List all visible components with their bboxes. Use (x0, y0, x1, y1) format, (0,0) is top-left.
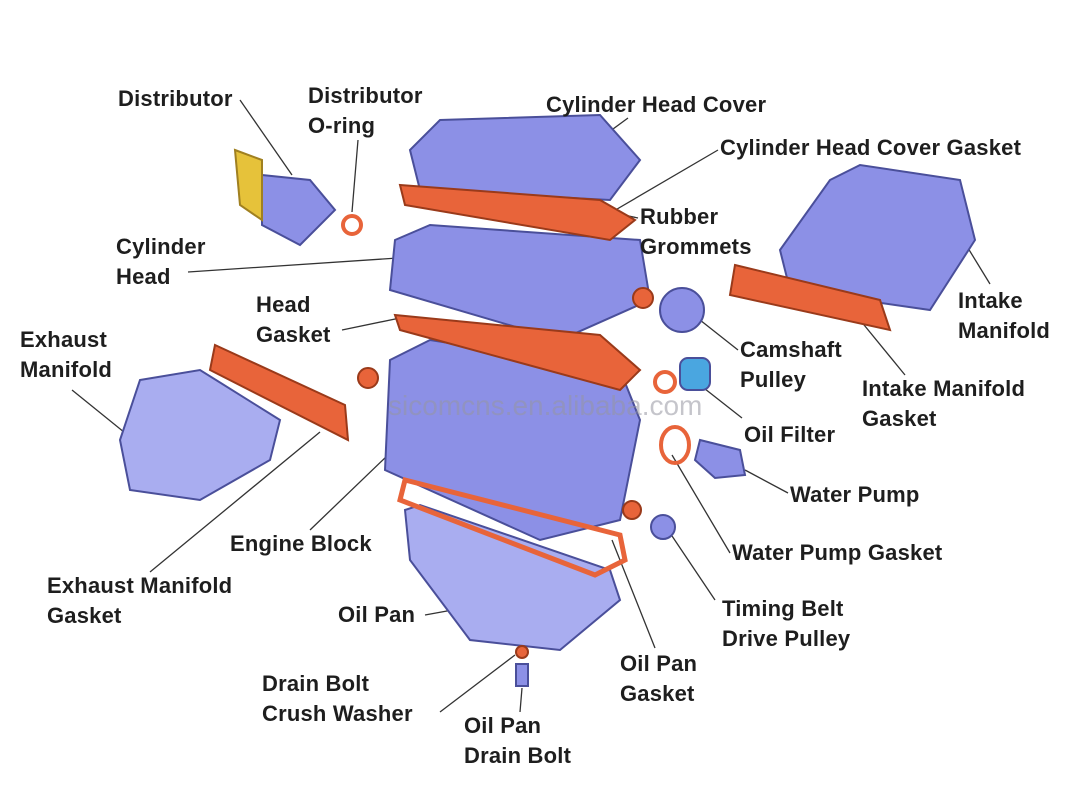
label-line: Exhaust Manifold (47, 573, 233, 598)
label-line: Oil Pan (464, 713, 542, 738)
leader-head-gasket (341, 317, 401, 331)
label-distributor: Distributor (118, 84, 233, 114)
leader-engine-block (309, 454, 389, 531)
leader-oil-pan-gasket (611, 539, 656, 649)
drain-bolt-crush-washer (515, 645, 529, 659)
label-line: Exhaust (20, 327, 107, 352)
oil-pan-drain-bolt (515, 663, 529, 687)
oil-filter-gasket (653, 370, 677, 394)
label-line: Distributor (118, 86, 233, 111)
label-oil-pan: Oil Pan (338, 600, 415, 630)
leader-distributor-oring (351, 139, 359, 213)
label-line: Cylinder (116, 234, 206, 259)
oil-pan (403, 503, 622, 652)
label-line: Gasket (47, 603, 122, 628)
label-line: Crush Washer (262, 701, 413, 726)
cylinder-head-cover (408, 113, 642, 202)
gaskets (208, 183, 892, 659)
leader-crush-washer (439, 654, 516, 713)
camshaft-pulley (659, 287, 705, 333)
label-line: O-ring (308, 113, 376, 138)
exhaust-manifold-gasket (208, 343, 350, 442)
distributor-wires (233, 148, 263, 222)
distributor (261, 173, 337, 247)
leader-oil-filter (699, 384, 743, 419)
label-oil-filter: Oil Filter (744, 420, 835, 450)
label-cylinder-head-cover: Cylinder Head Cover (546, 90, 766, 120)
label-line: Intake Manifold (862, 376, 1026, 401)
label-line: Distributor (308, 83, 423, 108)
exhaust-manifold (118, 368, 282, 502)
label-line: Camshaft (740, 337, 842, 362)
label-line: Cylinder Head Cover Gasket (720, 135, 1022, 160)
label-line: Intake (958, 288, 1023, 313)
label-cylinder-head-cover-gasket: Cylinder Head Cover Gasket (720, 133, 1021, 163)
leader-intake-gasket (859, 319, 906, 376)
label-line: Manifold (20, 357, 113, 382)
cam-seal (632, 287, 654, 309)
intake-manifold (778, 163, 977, 312)
label-line: Gasket (862, 406, 937, 431)
water-pump-gasket (659, 425, 691, 465)
label-line: Oil Filter (744, 422, 836, 447)
label-line: Head (256, 292, 311, 317)
metal-parts (118, 113, 977, 687)
head-gasket (393, 313, 642, 392)
seal (357, 367, 379, 389)
label-line: Oil Pan (338, 602, 416, 627)
label-line: Cylinder Head Cover (546, 92, 767, 117)
label-line: Rubber (640, 204, 719, 229)
leader-timing-pulley (667, 529, 716, 601)
oil-pan-gasket (397, 476, 628, 578)
leader-cover-gasket (611, 149, 719, 213)
label-line: Engine Block (230, 531, 372, 556)
crank-seal (622, 500, 642, 520)
label-line: Pulley (740, 367, 807, 392)
label-line: Head (116, 264, 171, 289)
leader-camshaft-pulley (699, 319, 739, 351)
watermark: sicomcns.en.alibaba.com (388, 390, 703, 421)
label-line: Drain Bolt (262, 671, 370, 696)
leader-exhaust-gasket (149, 431, 321, 573)
cylinder-head-cover-gasket (398, 183, 637, 242)
label-line: Drain Bolt (464, 743, 572, 768)
label-line: Oil Pan (620, 651, 698, 676)
label-engine-block: Engine Block (230, 529, 372, 559)
label-line: Manifold (958, 318, 1051, 343)
label-water-pump: Water Pump (790, 480, 920, 510)
leader-water-pump-gasket (671, 454, 731, 554)
leader-cylinder-head (187, 257, 399, 273)
intake-manifold-gasket (728, 263, 892, 332)
oil-filter (679, 357, 711, 391)
leader-water-pump (744, 469, 789, 494)
label-line: Grommets (640, 234, 752, 259)
water-pump (693, 438, 747, 480)
leader-distributor (239, 99, 293, 176)
label-line: Gasket (620, 681, 695, 706)
label-line: Water Pump Gasket (732, 540, 943, 565)
timing-belt-drive-pulley (650, 514, 676, 540)
label-water-pump-gasket: Water Pump Gasket (732, 538, 942, 568)
label-line: Timing Belt (722, 596, 844, 621)
label-line: Water Pump (790, 482, 920, 507)
label-line: Drive Pulley (722, 626, 851, 651)
label-line: Gasket (256, 322, 331, 347)
leader-drain-bolt (519, 687, 523, 713)
distributor-oring (341, 214, 363, 236)
